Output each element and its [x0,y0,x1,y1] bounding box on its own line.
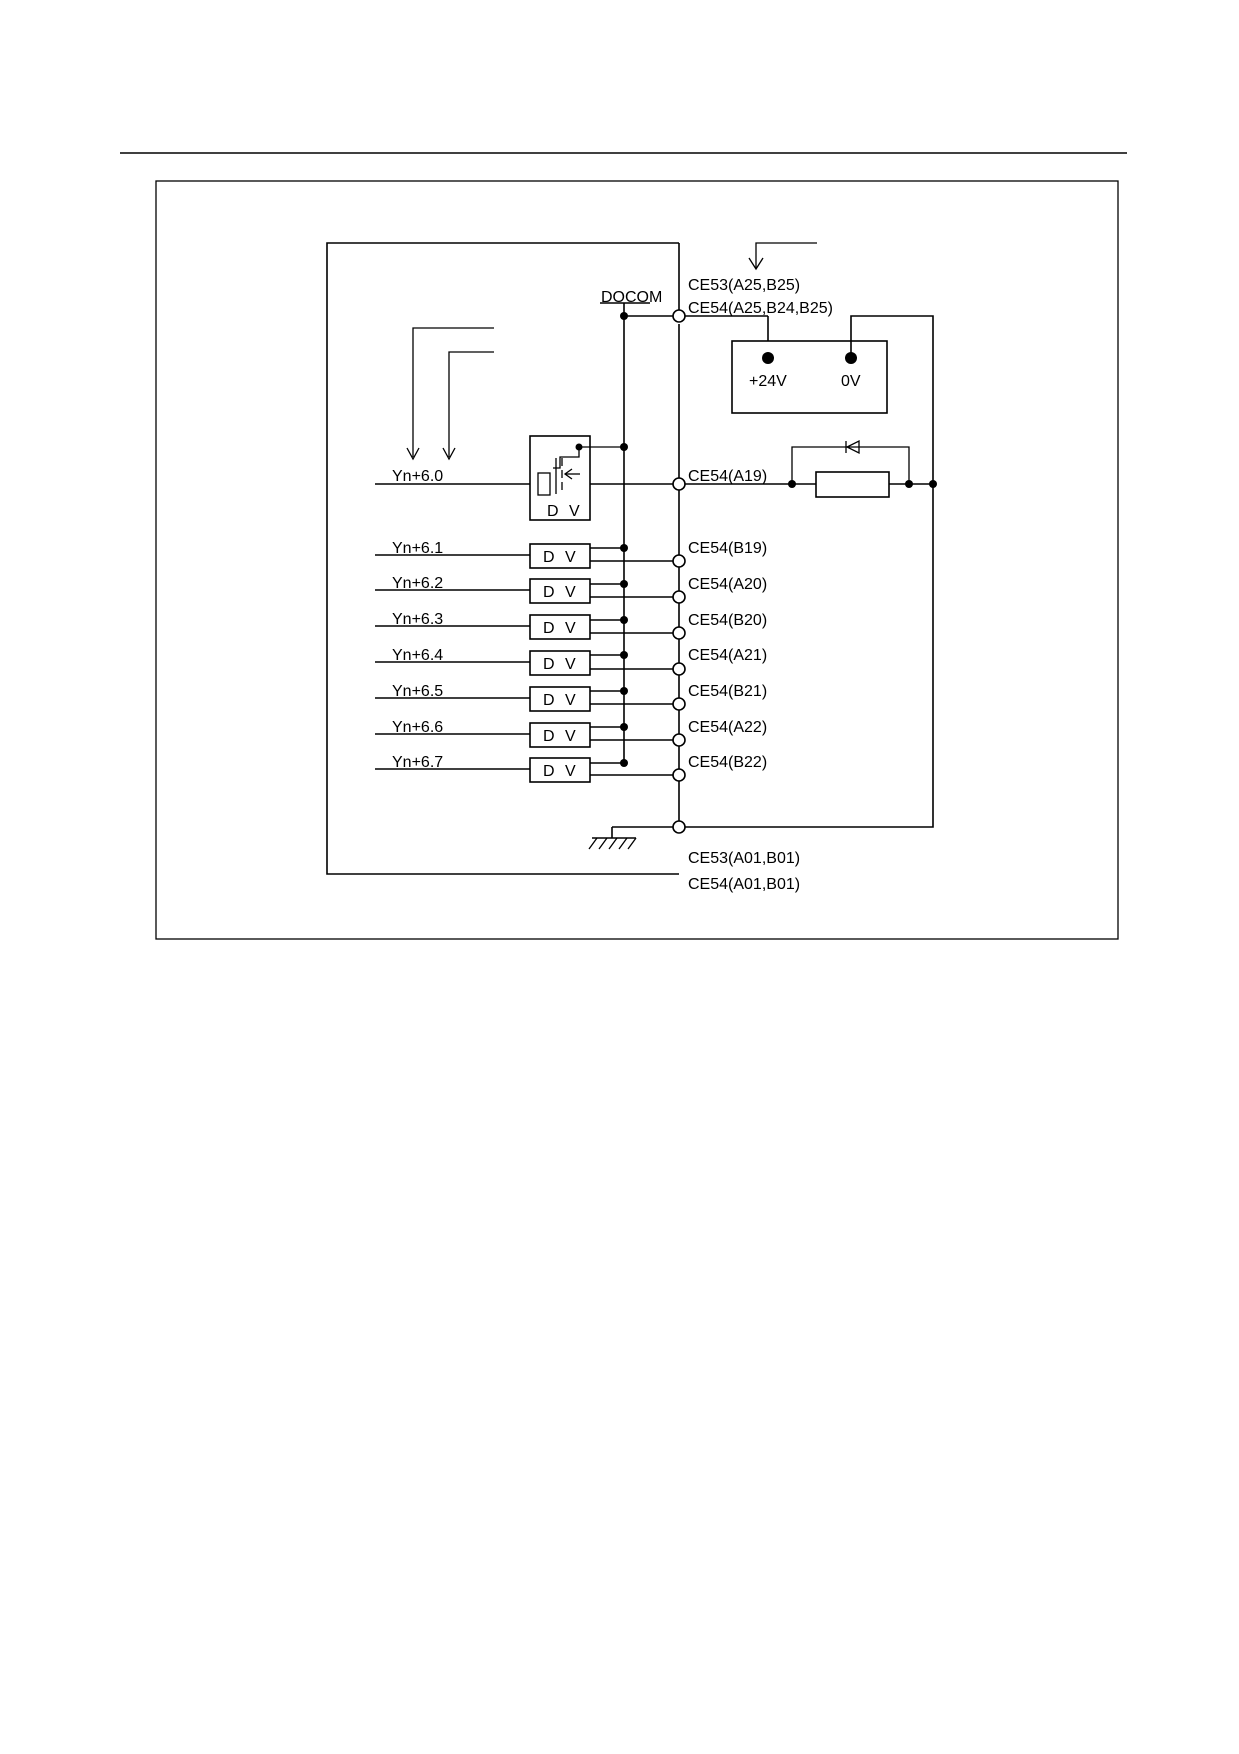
power-supply-box [731,340,888,414]
ce53-bottom-label: CE53(A01,B01) [688,850,800,867]
driver-label: D V [543,656,579,673]
driver-label: D V [547,503,583,520]
unit-enclosure [326,242,679,875]
docom-label: DOCOM [601,289,662,306]
plus24v-label: +24V [749,373,787,390]
plus24v-terminal [762,352,774,364]
output-terminal [672,590,686,604]
figure-frame [155,180,1119,940]
note-arrow-line [755,242,817,268]
output-terminal [672,697,686,711]
fet-resistor [537,472,551,496]
output-terminal [672,554,686,568]
pin-label: CE54(A20) [688,576,767,593]
driver-box [529,757,591,783]
driver-row-5: D V [375,686,686,712]
fet-arrow-head [563,468,573,480]
signal-arrow-head-1 [406,447,420,461]
driver-box [529,650,591,676]
pin-label: CE54(B19) [688,540,767,557]
output-terminal-0 [672,477,686,491]
signal-label: Yn+6.3 [392,611,443,628]
junction-dot [620,580,628,588]
driver-label: D V [543,549,579,566]
zero-v-return [685,315,934,828]
signal-label: Yn+6.0 [392,468,443,485]
note-arrow-head [748,257,764,271]
signal-label: Yn+6.4 [392,647,443,664]
driver-row-3: D V [375,614,686,640]
junction-dot [620,616,628,624]
pin-label: CE54(A22) [688,719,767,736]
fet-symbol [553,447,580,469]
ce53-top-label: CE53(A25,B25) [688,277,800,294]
output-terminal [672,626,686,640]
signal-arrow-line-2 [448,351,494,457]
signal-arrow-line-1 [412,327,494,457]
driver-row-1: D V [375,543,686,569]
driver-label: D V [543,763,579,780]
driver-label: D V [543,584,579,601]
junction-dot [620,759,628,767]
junction-dot [788,480,796,488]
junction-dot [620,723,628,731]
signal-arrow-head-2 [442,447,456,461]
ce54-bottom-label: CE54(A01,B01) [688,876,800,893]
driver-row-7: D V [375,757,686,783]
driver-row-2: D V [375,578,686,604]
driver-box [529,543,591,569]
diode-icon [845,439,860,455]
junction-dot [620,651,628,659]
driver-label: D V [543,728,579,745]
junction-dot [620,544,628,552]
driver-row-4: D V [375,650,686,676]
driver-box [529,614,591,640]
zero-v-label: 0V [841,373,861,390]
load-resistor [815,471,890,498]
driver-row-6: D V [375,722,686,748]
driver-box [529,686,591,712]
driver-box [529,722,591,748]
pin-label: CE54(B21) [688,683,767,700]
signal-label: Yn+6.2 [392,575,443,592]
docom-terminal [672,309,686,323]
pin-label: CE54(B20) [688,612,767,629]
junction-dot [620,443,628,451]
output-terminal [672,662,686,676]
junction-dot [620,687,628,695]
signal-label: Yn+6.5 [392,683,443,700]
ce54-top-label: CE54(A25,B24,B25) [688,300,833,317]
output-terminal [672,733,686,747]
driver-label: D V [543,620,579,637]
ground-icon [588,837,637,850]
signal-label: Yn+6.6 [392,719,443,736]
junction-dot [929,480,937,488]
output-terminal [672,768,686,782]
junction-dot [620,312,628,320]
pin-label: CE54(B22) [688,754,767,771]
pin-label: CE54(A19) [688,468,767,485]
driver-box [529,578,591,604]
pin-label: CE54(A21) [688,647,767,664]
driver-label: D V [543,692,579,709]
ground-terminal [672,820,686,834]
junction-dot [905,480,913,488]
diode-loop [791,446,910,484]
signal-label: Yn+6.1 [392,540,443,557]
signal-label: Yn+6.7 [392,754,443,771]
